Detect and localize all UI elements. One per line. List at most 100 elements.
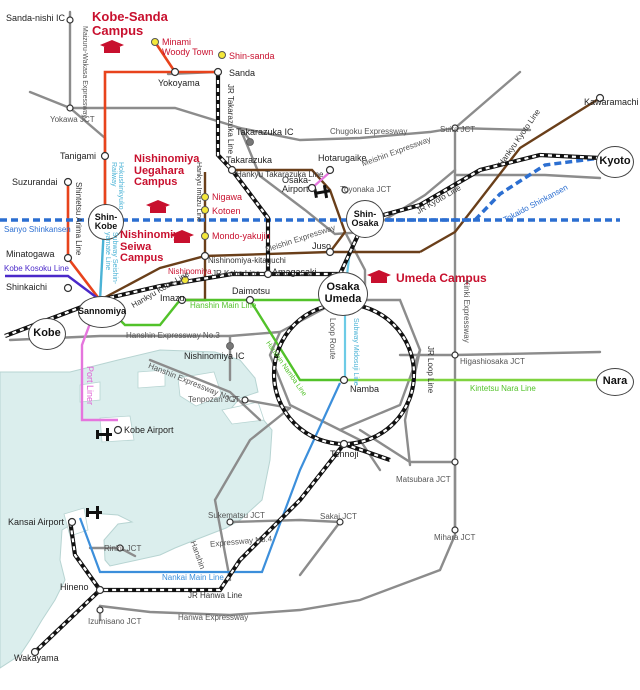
station-kansai-airport: Kansai Airport (8, 517, 65, 527)
tennoji-east-road (338, 428, 382, 472)
station-dot-nishinomiya (181, 276, 189, 284)
station-mihara-jct: Mihara JCT (434, 533, 476, 542)
station-dot-minatogawa (63, 253, 73, 263)
station-shin-sanda: Shin-sanda (229, 51, 275, 61)
hanshin-namba-line (248, 299, 340, 382)
station-mondo-yakujin: Mondo-yakujin (212, 231, 271, 241)
campus-umeda[interactable]: Umeda Campus (396, 271, 487, 285)
station-dot-takarazuka (227, 165, 237, 175)
city-shin-osaka[interactable]: Shin- Osaka (346, 200, 384, 238)
station-nishinomiya-ic: Nishinomiya IC (184, 351, 245, 361)
station-dot-higashiosaka (451, 351, 459, 359)
line-sanyo-shinkansen: Sanyo Shinkansen (4, 225, 71, 234)
city-kyoto[interactable]: Kyoto (596, 146, 634, 178)
line-kintetsu-nara: Kintetsu Nara Line (470, 384, 536, 393)
bay-landfill-1 (137, 369, 166, 389)
line-jr-hanwa: JR Hanwa Line (188, 591, 243, 600)
station-kobe-airport: Kobe Airport (124, 425, 174, 435)
mortarboard-icon (170, 230, 194, 243)
station-kotoen: Kotoen (212, 206, 241, 216)
city-osaka-umeda[interactable]: Osaka Umeda (318, 272, 368, 316)
station-dot-izumisano (96, 606, 104, 614)
station-hineno: Hineno (60, 582, 89, 592)
sukematsu-road (228, 518, 342, 524)
airplane-icon (96, 428, 112, 441)
takarazuka-ic-road (238, 126, 252, 142)
hanwa-expressway (98, 460, 457, 617)
station-dot-nishinomiya-ic (226, 342, 234, 350)
line-chugoku-expressway: Chugoku Expressway (330, 127, 408, 136)
kobe-sanda-line (103, 70, 216, 210)
line-kobe-kosoku: Kobe Kosoku Line (4, 264, 69, 273)
station-tanigami: Tanigami (60, 151, 97, 161)
station-hotarugaike: Hotarugaike (318, 153, 367, 163)
city-kobe[interactable]: Kobe (28, 318, 66, 350)
station-amagasaki: Amagasaki (272, 267, 317, 277)
station-sanda-nishi-ic: Sanda-nishi IC (6, 13, 66, 23)
station-higashiosaka-jct: Higashiosaka JCT (460, 357, 525, 366)
station-dot-nishinomiya-kitaguchi (200, 251, 210, 261)
hanshin-expressway-no4 (213, 406, 292, 582)
mortarboard-icon (367, 270, 391, 283)
station-takarazuka: Takarazuka (226, 155, 273, 165)
line-hankyu-takarazuka: Hankyu Takarazuka Line (236, 170, 324, 179)
station-dot-daimotsu (245, 295, 255, 305)
station-dot-yokawa (66, 104, 74, 112)
station-dot-kawaramachi (595, 93, 605, 103)
hanshin-expressway-no3-b (148, 358, 262, 422)
jr-yamatoji-line (343, 442, 391, 462)
tokaido-shinkansen (365, 156, 601, 222)
osaka-bay (0, 349, 273, 669)
chugoku-to-kyoto (453, 126, 532, 132)
station-sukematsu-jct: Sukematsu JCT (208, 511, 265, 520)
yokawa-road (28, 90, 72, 110)
bay-landfill-2 (177, 371, 223, 407)
station-nishinomiya: Nishinomiya (168, 267, 212, 276)
station-izumisano-jct: Izumisano JCT (88, 617, 142, 626)
city-shin-kobe[interactable]: Shin- Kobe (88, 204, 124, 240)
city-sannomiya[interactable]: Sannomiya (78, 296, 126, 328)
line-jr-loop: JR Loop Line (426, 346, 435, 394)
station-nigawa: Nigawa (212, 192, 243, 202)
station-namba: Namba (350, 384, 380, 394)
station-dot-nigawa (201, 193, 209, 201)
station-dot-sanda-nishi (66, 16, 74, 24)
station-suzurandai: Suzurandai (12, 177, 58, 187)
station-sakai-jct: Sakai JCT (320, 512, 357, 521)
station-dot-tanigami (100, 151, 110, 161)
jr-kisei-line (34, 589, 101, 653)
station-dot-shinkaichi (63, 283, 73, 293)
station-minatogawa: Minatogawa (6, 249, 55, 259)
station-dot-rinku (116, 544, 124, 552)
station-takarazuka-ic: Takarazuka IC (236, 127, 294, 137)
station-rinku-jct: Rinku JCT (104, 544, 142, 553)
station-dot-osaka-airport (307, 183, 317, 193)
station-dot-sakai (336, 518, 344, 526)
station-sanda: Sanda (229, 68, 256, 78)
station-dot-minami-woody (151, 38, 159, 46)
station-dot-toyonaka (341, 186, 349, 194)
line-jr-takarazuka: JR Takarazuka Line (226, 84, 235, 155)
station-tenpozan-jct: Tenpozan JCT (188, 395, 240, 404)
kobe-kosoku-line (5, 274, 101, 301)
line-hanshin-main: Hanshin Main Line (190, 301, 257, 310)
jr-takarazuka-line (216, 72, 270, 274)
port-island (79, 381, 101, 403)
line-hanwa-expressway: Hanwa Expressway (178, 613, 249, 622)
campus-seiwa[interactable]: Nishinomiya Seiwa Campus (120, 229, 186, 265)
airplane-icon (86, 506, 102, 519)
city-nara[interactable]: Nara (596, 368, 634, 396)
station-yokawa-jct: Yokawa JCT (50, 115, 95, 124)
station-osaka-airport: Osaka- Airport (282, 175, 312, 195)
station-dot-suzurandai (63, 177, 73, 187)
campus-uegahara[interactable]: Nishinomiya Uegahara Campus (134, 153, 200, 189)
station-dot-imazu (177, 295, 187, 305)
station-dot-kobe-airport (113, 425, 123, 435)
station-dot-tennoji (339, 439, 349, 449)
line-nankai-main: Nankai Main Line (162, 573, 224, 582)
station-dot-shin-sanda (218, 51, 226, 59)
campus-kobe-sanda[interactable]: Kobe-Sanda Campus (92, 9, 168, 38)
station-dot-amagasaki (263, 269, 273, 279)
station-wakayama: Wakayama (14, 653, 59, 663)
